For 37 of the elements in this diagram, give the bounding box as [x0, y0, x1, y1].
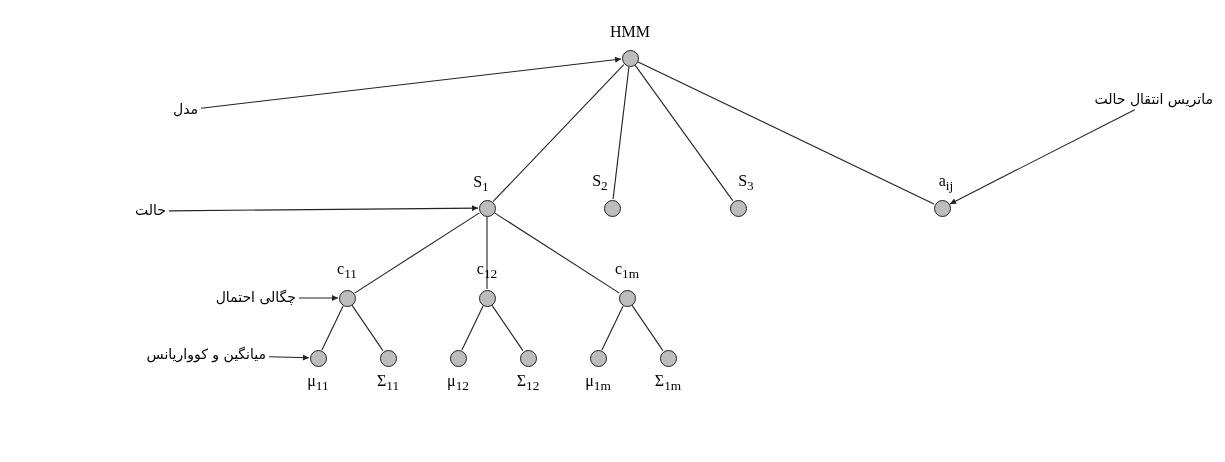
arrow [200, 56, 622, 109]
arrow [298, 295, 339, 301]
node-label: c$_{12}$ [476, 261, 498, 281]
node-label: μ$_{11}$ [307, 373, 329, 393]
annotation-text: مدل [170, 101, 200, 119]
tree-edge [351, 304, 384, 352]
node-label: μ$_{12}$ [447, 373, 469, 393]
arrow [268, 354, 310, 361]
node-label: c$_{11}$ [337, 261, 357, 281]
tree-edge [634, 64, 734, 202]
node-label: S$_{3}$ [738, 173, 754, 193]
node-label: Σ$_{11}$ [376, 373, 400, 393]
tree-edge [631, 304, 664, 352]
node-label: Σ$_{12}$ [516, 373, 540, 393]
node-label: S$_{2}$ [592, 173, 608, 193]
node-label: c$_{1m}$ [614, 261, 640, 281]
tree-edge [321, 305, 344, 351]
annotation-text: ماتریس انتقال حالت [1092, 91, 1215, 109]
tree-edge [492, 63, 625, 203]
node-label: S$_{1}$ [473, 174, 489, 194]
node-label: HMM [610, 24, 650, 40]
tree-edge [494, 212, 620, 294]
tree-edge [461, 305, 484, 351]
tree-edge [601, 305, 624, 351]
annotation-text: چگالی احتمال [213, 289, 298, 307]
node-label: a$_{ij}$ [938, 173, 954, 193]
annotation-text: میانگین و کوواریانس [144, 346, 268, 364]
tree-edge [637, 61, 935, 205]
arrow [168, 205, 479, 212]
tree-edge [486, 216, 488, 290]
tree-edge [354, 212, 480, 294]
tree-edge [612, 66, 630, 200]
arrow [949, 109, 1136, 205]
node-label: Σ$_{1m}$ [654, 373, 682, 393]
tree-edge [491, 304, 524, 352]
annotation-text: حالت [133, 202, 168, 220]
node-label: μ$_{1m}$ [585, 373, 611, 393]
